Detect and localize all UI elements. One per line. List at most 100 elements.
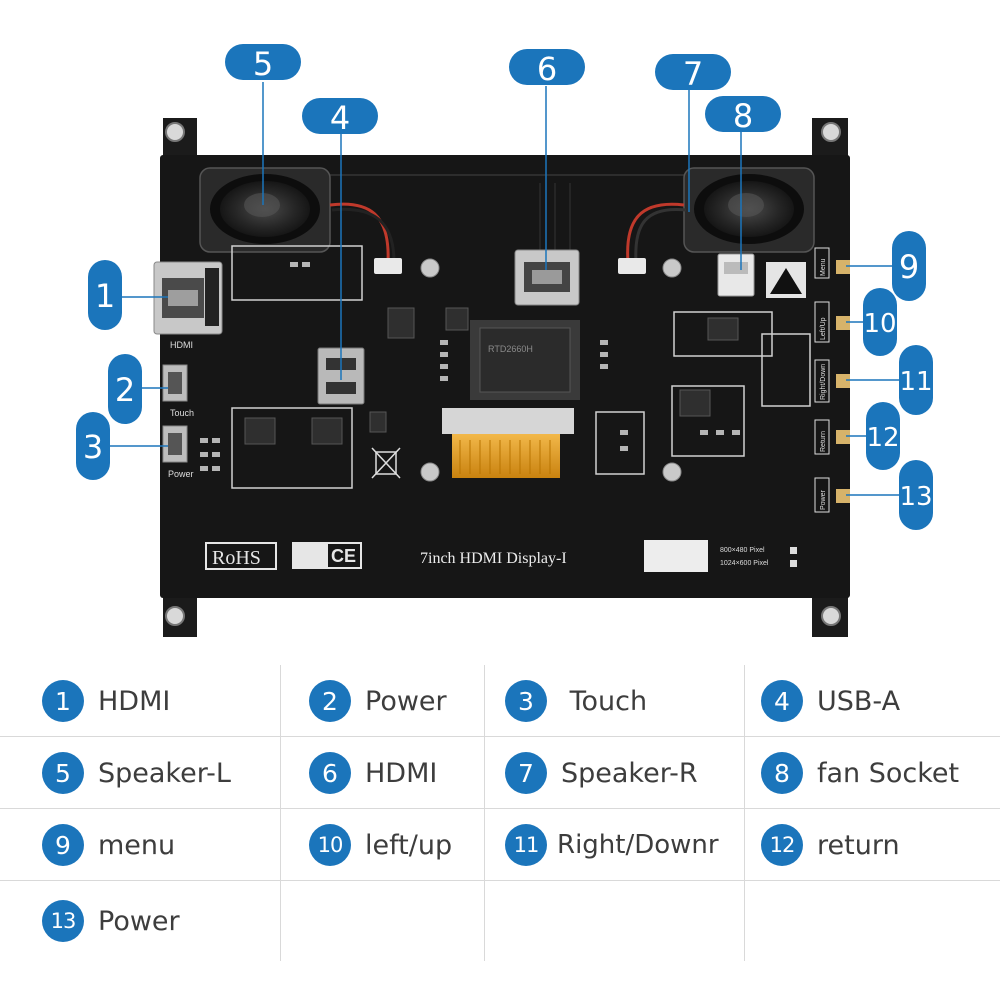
svg-text:7: 7 [683, 55, 703, 93]
svg-text:2: 2 [115, 371, 135, 409]
micro-usb-touch [162, 364, 188, 402]
hdmi-silk-label: HDMI [170, 340, 193, 350]
legend-label: left/up [365, 829, 453, 861]
screw-holes [420, 258, 682, 482]
legend-badge: 7 [505, 752, 547, 794]
callout-4: 4 [302, 98, 378, 137]
svg-text:6: 6 [537, 50, 557, 88]
legend-badge: 12 [761, 824, 803, 866]
legend-item-1: 1 HDMI [42, 665, 280, 737]
side-button-labels [814, 247, 830, 513]
legend-item-3: 3 Touch [484, 665, 744, 737]
legend-row-2: 5 Speaker-L 6 HDMI 7 Speaker-R 8 fan Soc… [0, 737, 1000, 809]
legend-label: Power [98, 905, 180, 937]
legend-badge: 9 [42, 824, 84, 866]
ic-components [244, 307, 739, 445]
svg-text:CE: CE [331, 546, 356, 566]
right-speaker [683, 167, 815, 253]
legend-item-2: 2 Power [280, 665, 484, 737]
legend-label: menu [98, 829, 176, 861]
side-buttons [836, 260, 850, 503]
callout-10: 10 [863, 288, 897, 356]
legend-table: 1 HDMI 2 Power 3 Touch 4 USB-A 5 Speaker… [0, 665, 1000, 995]
ribbon-cable [442, 408, 574, 478]
weee-bin-icon [371, 447, 401, 479]
svg-text:1: 1 [95, 277, 115, 315]
callout-6: 6 [509, 49, 585, 88]
svg-text:4: 4 [330, 99, 350, 137]
legend-label: Speaker-L [98, 757, 231, 789]
main-chip: RTD2660H [470, 320, 580, 400]
legend-item-4: 4 USB-A [744, 665, 1000, 737]
legend-item-13: 13 Power [42, 881, 280, 961]
legend-label: HDMI [98, 685, 171, 717]
legend-empty [744, 881, 1000, 961]
legend-label: HDMI [365, 757, 438, 789]
hdmi-port-side [153, 261, 223, 335]
legend-badge: 2 [309, 680, 351, 722]
power-silk-label: Power [168, 469, 194, 479]
resolution-2: 1024×600 Pixel [720, 560, 769, 567]
legend-label: fan Socket [817, 757, 960, 789]
svg-text:11: 11 [899, 367, 932, 397]
legend-badge: 3 [505, 680, 547, 722]
ce-mark: CE [292, 542, 362, 569]
legend-label: Power [365, 685, 447, 717]
legend-badge: 10 [309, 824, 351, 866]
left-up-silk-label: Left/Up [820, 317, 827, 340]
callout-9: 9 [892, 231, 926, 301]
legend-row-3: 9 menu 10 left/up 11 Right/Downr 12 retu… [0, 809, 1000, 881]
callout-lines [106, 82, 902, 496]
product-name: 7inch HDMI Display-I [420, 550, 567, 567]
hdmi-port-top [514, 249, 580, 306]
legend-item-10: 10 left/up [280, 809, 484, 881]
label-blank [644, 540, 708, 572]
legend-item-6: 6 HDMI [280, 737, 484, 809]
callout-11: 11 [899, 345, 933, 415]
legend-empty [484, 881, 744, 961]
callout-3: 3 [76, 412, 110, 480]
legend-label: Speaker-R [561, 757, 698, 789]
legend-row-4: 13 Power [0, 881, 1000, 961]
svg-text:12: 12 [866, 423, 899, 453]
legend-item-5: 5 Speaker-L [42, 737, 280, 809]
micro-usb-power [162, 425, 188, 463]
legend-label: return [817, 829, 900, 861]
legend-item-12: 12 return [744, 809, 1000, 881]
return-silk-label: Return [820, 431, 827, 452]
legend-label: USB-A [817, 685, 901, 717]
svg-text:5: 5 [253, 45, 273, 83]
legend-badge: 6 [309, 752, 351, 794]
legend-badge: 4 [761, 680, 803, 722]
menu-silk-label: Menu [820, 258, 827, 276]
callout-2: 2 [108, 354, 142, 424]
legend-label: Touch [561, 685, 648, 717]
legend-badge: 13 [42, 900, 84, 942]
esd-warning-icon [766, 262, 806, 298]
legend-item-11: 11 Right/Downr [484, 809, 744, 881]
callout-1: 1 [88, 260, 122, 330]
callout-7: 7 [655, 54, 731, 93]
svg-text:3: 3 [83, 428, 103, 466]
svg-text:RoHS: RoHS [212, 547, 261, 569]
legend-row-1: 1 HDMI 2 Power 3 Touch 4 USB-A [0, 665, 1000, 737]
callout-12: 12 [866, 402, 900, 470]
legend-badge: 1 [42, 680, 84, 722]
legend-label: Right/Downr [557, 830, 719, 860]
left-speaker [199, 167, 331, 253]
legend-badge: 11 [505, 824, 547, 866]
chip-text: RTD2660H [488, 344, 533, 354]
callout-13: 13 [899, 460, 933, 530]
component-regions [231, 245, 811, 489]
smd-parts [200, 262, 740, 471]
legend-item-9: 9 menu [42, 809, 280, 881]
board-diagram: HDMI Touch Power RTD2660H [76, 44, 933, 637]
resolution-1: 800×480 Pixel [720, 547, 765, 554]
svg-text:10: 10 [863, 309, 896, 339]
svg-text:13: 13 [899, 482, 932, 512]
power-btn-silk-label: Power [820, 489, 827, 510]
svg-text:8: 8 [733, 97, 753, 135]
callout-5: 5 [225, 44, 301, 83]
svg-text:9: 9 [899, 248, 919, 286]
mounting-posts [163, 118, 848, 637]
